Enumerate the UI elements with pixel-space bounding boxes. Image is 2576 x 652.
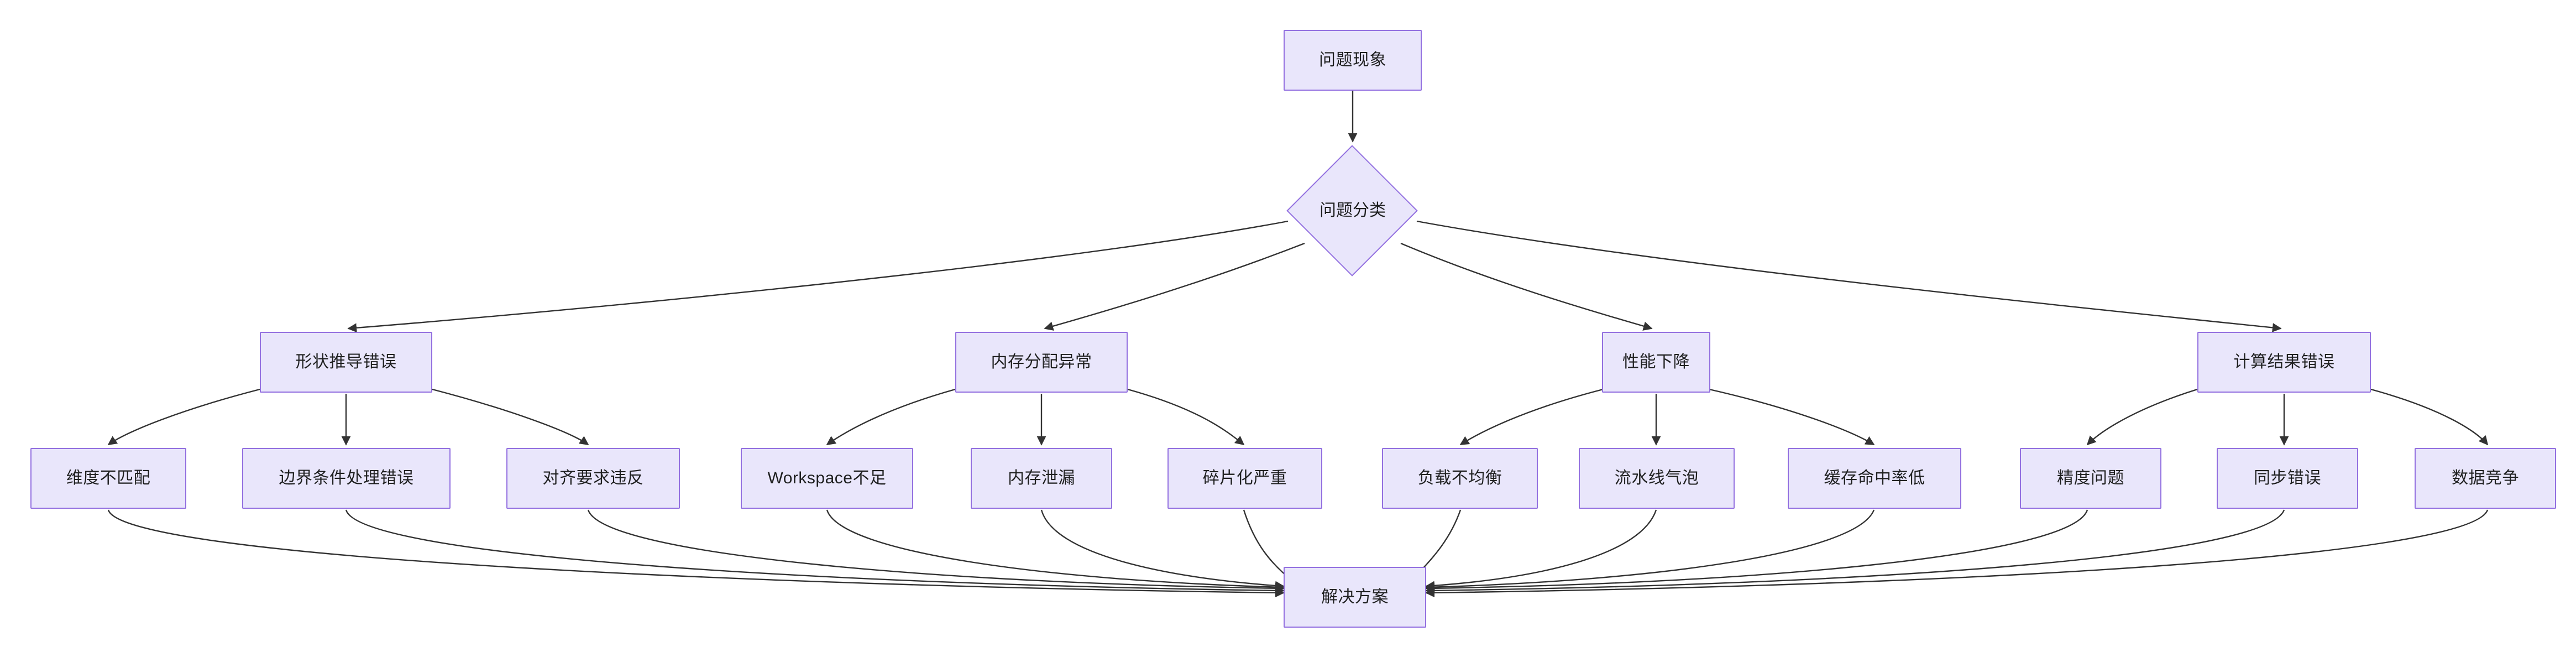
edge-cat2-leaf4 bbox=[826, 388, 956, 445]
edge-classify-cat3 bbox=[1400, 242, 1653, 331]
node-label: Workspace不足 bbox=[767, 469, 887, 487]
node-label: 性能下降 bbox=[1622, 353, 1690, 371]
node-label: 对齐要求违反 bbox=[542, 469, 644, 487]
node-label: 内存泄漏 bbox=[1008, 469, 1075, 487]
node-load-imbalance[interactable]: 负载不均衡 bbox=[1382, 448, 1538, 509]
node-label: 流水线气泡 bbox=[1614, 469, 1699, 487]
edge-cat2-leaf6 bbox=[1127, 388, 1245, 446]
node-severe-fragmentation[interactable]: 碎片化严重 bbox=[1167, 448, 1322, 509]
node-problem-classification-label: 问题分类 bbox=[1286, 194, 1419, 227]
node-alignment-violation[interactable]: 对齐要求违反 bbox=[506, 448, 680, 509]
node-problem-phenomenon[interactable]: 问题现象 bbox=[1284, 30, 1422, 91]
edge-cat4-leaf10 bbox=[2086, 388, 2198, 446]
edge-leaf11-solution bbox=[1425, 509, 2285, 596]
node-solution[interactable]: 解决方案 bbox=[1284, 567, 1426, 628]
edge-classify-cat4 bbox=[1416, 220, 2282, 332]
edge-leaf5-solution bbox=[1040, 509, 1285, 591]
edge-leaf10-solution bbox=[1425, 509, 2088, 593]
edge-classify-cat2 bbox=[1044, 242, 1305, 331]
node-label: 碎片化严重 bbox=[1202, 469, 1287, 487]
node-label: 缓存命中率低 bbox=[1824, 469, 1925, 487]
node-precision-issue[interactable]: 精度问题 bbox=[2020, 448, 2161, 509]
node-label: 形状推导错误 bbox=[295, 353, 397, 371]
edge-leaf12-solution bbox=[1425, 509, 2489, 598]
node-pipeline-bubble[interactable]: 流水线气泡 bbox=[1579, 448, 1735, 509]
node-shape-inference-error[interactable]: 形状推导错误 bbox=[260, 332, 432, 393]
edge-cat1-leaf3 bbox=[432, 388, 589, 445]
edge-leaf2-solution bbox=[345, 509, 1285, 596]
node-memory-allocation-anomaly[interactable]: 内存分配异常 bbox=[955, 332, 1128, 393]
node-label: 解决方案 bbox=[1321, 588, 1389, 606]
node-memory-leak[interactable]: 内存泄漏 bbox=[971, 448, 1112, 509]
node-label: 边界条件处理错误 bbox=[279, 469, 414, 487]
edge-leaf8-solution bbox=[1425, 509, 1657, 591]
node-label: 问题现象 bbox=[1319, 51, 1386, 69]
node-synchronization-error[interactable]: 同步错误 bbox=[2217, 448, 2358, 509]
edge-cat1-leaf1 bbox=[107, 388, 260, 445]
node-label: 数据竞争 bbox=[2452, 469, 2519, 487]
node-dimension-mismatch[interactable]: 维度不匹配 bbox=[30, 448, 186, 509]
edge-cat4-leaf12 bbox=[2370, 388, 2489, 446]
node-computation-result-error[interactable]: 计算结果错误 bbox=[2197, 332, 2371, 393]
edge-classify-cat1 bbox=[347, 220, 1289, 333]
node-label: 维度不匹配 bbox=[66, 469, 151, 487]
node-label: 计算结果错误 bbox=[2233, 353, 2335, 371]
edge-cat3-leaf7 bbox=[1459, 388, 1604, 446]
edge-cat3-leaf9 bbox=[1709, 388, 1875, 446]
node-data-race[interactable]: 数据竞争 bbox=[2415, 448, 2556, 509]
node-label: 精度问题 bbox=[2057, 469, 2124, 487]
node-label: 内存分配异常 bbox=[991, 353, 1092, 371]
node-label: 问题分类 bbox=[1320, 201, 1386, 220]
node-boundary-condition-error[interactable]: 边界条件处理错误 bbox=[242, 448, 451, 509]
node-low-cache-hit-rate[interactable]: 缓存命中率低 bbox=[1788, 448, 1961, 509]
edge-leaf4-solution bbox=[826, 509, 1285, 592]
node-label: 负载不均衡 bbox=[1417, 469, 1502, 487]
edge-leaf3-solution bbox=[587, 509, 1285, 593]
node-performance-degradation[interactable]: 性能下降 bbox=[1602, 332, 1710, 393]
node-label: 同步错误 bbox=[2254, 469, 2321, 487]
edge-leaf1-solution bbox=[107, 509, 1285, 598]
node-workspace-insufficient[interactable]: Workspace不足 bbox=[741, 448, 913, 509]
edge-leaf9-solution bbox=[1425, 509, 1875, 592]
